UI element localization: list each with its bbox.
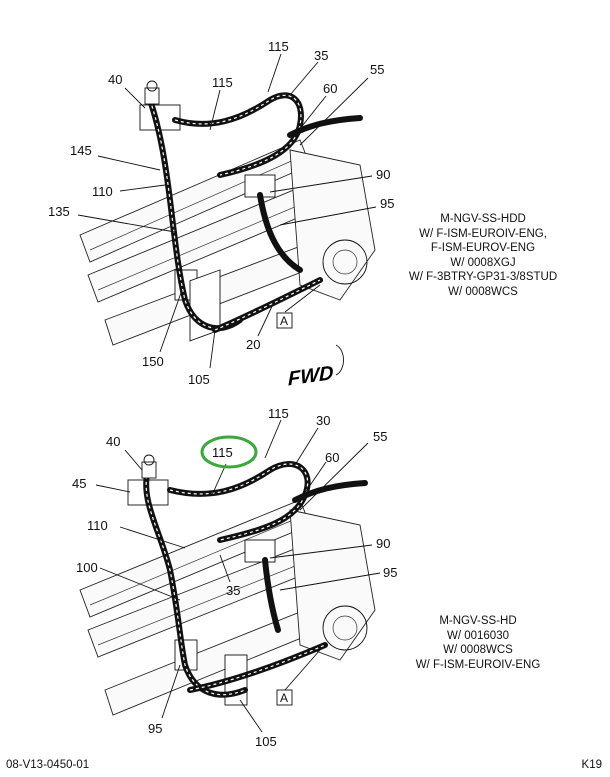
bottom-flywheel: [322, 605, 368, 651]
bottom-callout-45: 45: [72, 476, 86, 491]
bottom-callout-105: 105: [255, 734, 277, 749]
bottom-callout-115-highlighted: 115: [212, 445, 233, 460]
top-callout-40: 40: [108, 72, 122, 87]
top-callout-150: 150: [142, 354, 164, 369]
fwd-arrow-icon: [335, 344, 344, 376]
top-callout-115-b: 115: [212, 75, 233, 90]
bottom-ref-box-label: A: [280, 691, 288, 705]
bottom-harness-55: [292, 480, 368, 503]
highlight-ring: [200, 435, 258, 469]
bottom-callout-35: 35: [226, 583, 240, 598]
fwd-label: FWD: [288, 362, 333, 390]
bottom-callout-95-left: 95: [148, 721, 162, 736]
top-callout-135: 135: [48, 204, 70, 219]
bottom-ref-box: [276, 689, 293, 706]
top-connector-40: [144, 87, 160, 105]
top-callout-90: 90: [376, 167, 390, 182]
top-note-line: W/ 0008XGJ: [450, 256, 516, 269]
bottom-callout-110: 110: [87, 518, 108, 533]
bottom-note-line: M-NGV-SS-HD: [439, 615, 517, 627]
bottom-note-line: W/ F-ISM-EUROIV-ENG: [415, 658, 541, 671]
bottom-callout-40: 40: [106, 434, 120, 449]
bottom-callout-100: 100: [76, 560, 98, 575]
top-note-line: W/ F-3BTRY-GP31-3/8STUD: [408, 271, 558, 283]
top-note: M-NGV-SS-HDD W/ F-ISM-EUROIV-ENG, F-ISM-…: [398, 212, 568, 299]
bottom-bracket-90: [244, 539, 276, 563]
bottom-harness-lower: [187, 642, 328, 693]
top-note-line: W/ F-ISM-EUROIV-ENG,: [419, 227, 547, 240]
top-note-line: M-NGV-SS-HDD: [440, 213, 526, 225]
top-assembly: 115 35 40 115 55 60 145 110 90 135 95 15…: [48, 39, 394, 390]
top-callout-95: 95: [380, 196, 394, 211]
top-callout-145: 145: [70, 143, 92, 158]
bottom-callout-30: 30: [316, 413, 330, 428]
top-callout-55: 55: [370, 62, 384, 77]
bottom-connector-40: [141, 461, 157, 479]
bottom-callout-55: 55: [373, 429, 387, 444]
top-engine-housing: [289, 149, 376, 301]
drawing-number: 08-V13-0450-01: [6, 759, 90, 771]
bottom-callout-95-right: 95: [383, 565, 397, 580]
top-flywheel: [322, 239, 368, 285]
bottom-callout-90: 90: [376, 536, 390, 551]
sheet-code: K19: [581, 759, 602, 771]
top-callout-110: 110: [92, 184, 113, 199]
top-ref-box: [276, 312, 293, 329]
bottom-engine-housing: [289, 509, 376, 661]
top-callout-20: 20: [246, 337, 260, 352]
top-ref-box-label: A: [280, 314, 288, 328]
top-callout-105: 105: [188, 372, 210, 387]
bottom-callout-115-a: 115: [268, 406, 289, 421]
bottom-note-line: W/ 0016030: [446, 629, 509, 642]
top-callout-35: 35: [314, 48, 328, 63]
bottom-note-line: W/ 0008WCS: [443, 644, 513, 656]
bottom-assembly: 115 30 40 115 55 45 60 110 90 35 100 95 …: [72, 406, 397, 749]
bottom-callout-60: 60: [325, 450, 339, 465]
top-note-line: F-ISM-EUROV-ENG: [430, 242, 536, 254]
bottom-note: M-NGV-SS-HD W/ 0016030 W/ 0008WCS W/ F-I…: [403, 614, 553, 672]
bottom-harness-90: [262, 557, 281, 633]
top-harness-90: [257, 192, 303, 273]
top-callout-115-a: 115: [268, 39, 289, 54]
top-note-line: W/ 0008WCS: [448, 285, 518, 298]
top-callout-60: 60: [323, 81, 337, 96]
